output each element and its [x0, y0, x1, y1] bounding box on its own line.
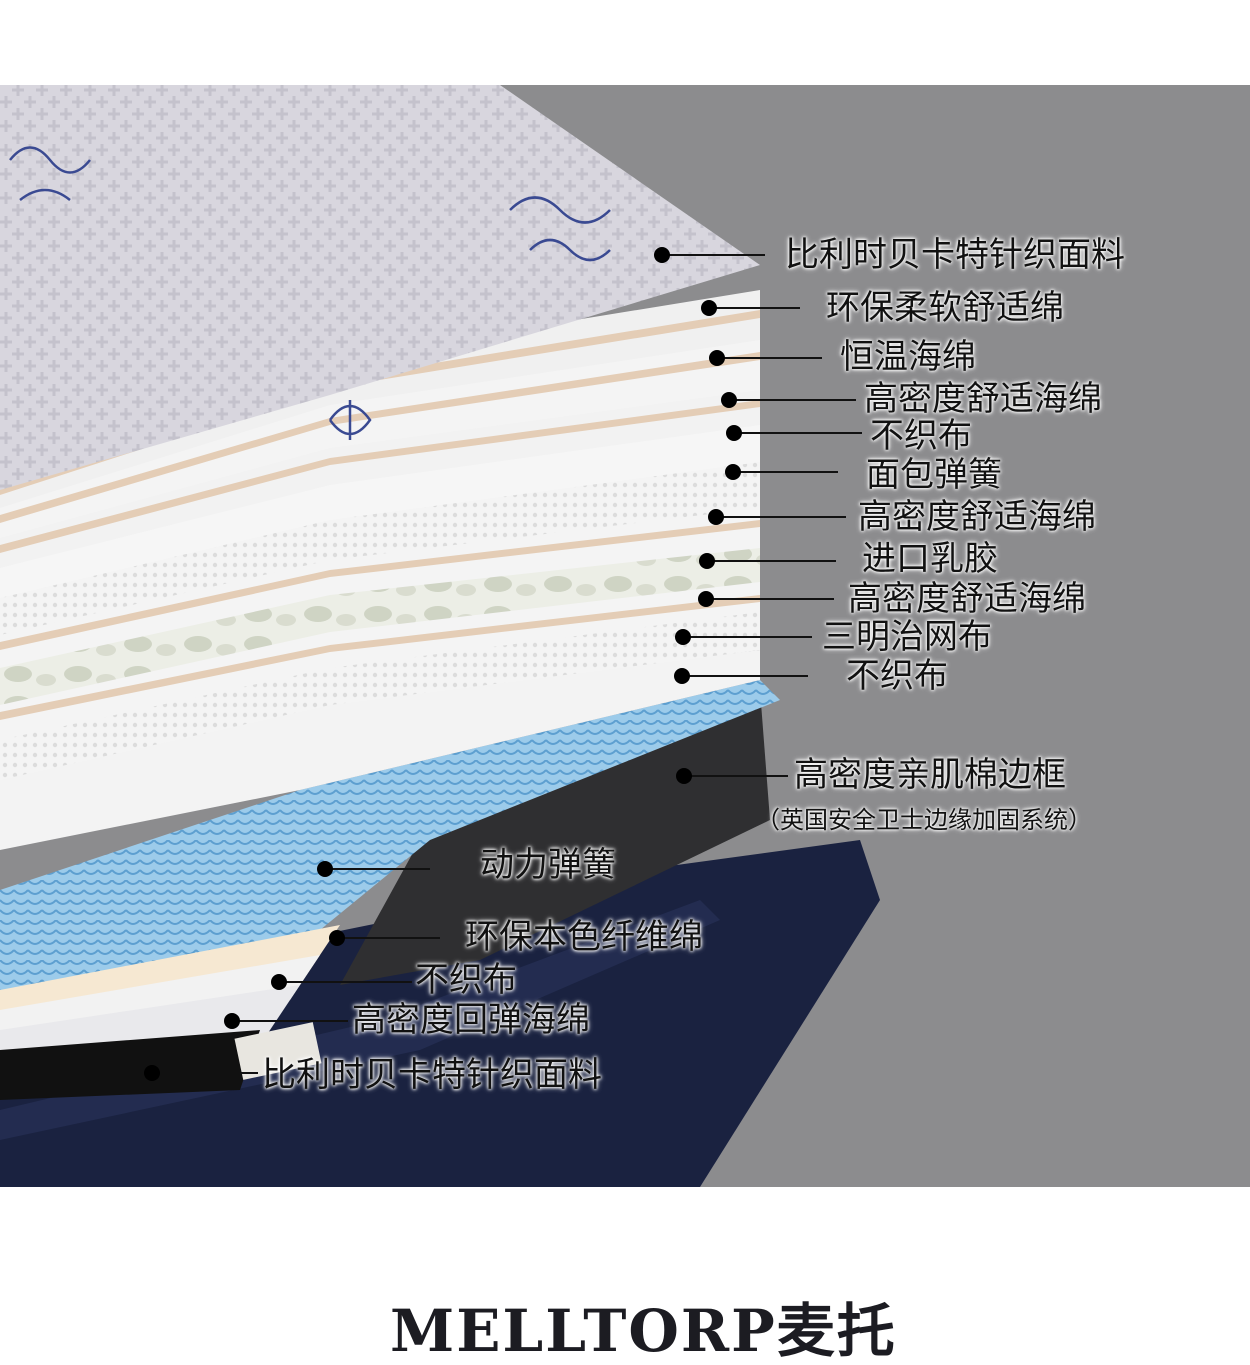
label-bread-spring: 面包弹簧 [866, 455, 1002, 495]
label-thermal-foam: 恒温海绵 [840, 337, 976, 377]
beige-strip-top [0, 310, 760, 495]
pocket-spring-unit [0, 680, 780, 1000]
label-dot-11 [676, 768, 692, 784]
label-dot-8 [698, 591, 714, 607]
label-nonwoven-1: 不织布 [870, 416, 972, 456]
label-dot-10 [674, 668, 690, 684]
label-hd-foam-1: 高密度舒适海绵 [864, 379, 1102, 419]
beige-strip-2 [0, 520, 760, 650]
label-dot-0 [654, 247, 670, 263]
layer-nonwoven-top [0, 420, 760, 598]
label-dot-16 [144, 1065, 160, 1081]
label-dot-3 [721, 392, 737, 408]
brand-logo: MELLTORP麦托 [390, 1297, 897, 1365]
label-dot-6 [708, 509, 724, 525]
label-power-spring: 动力弹簧 [480, 845, 616, 885]
label-nonwoven-3: 不织布 [415, 960, 517, 1000]
label-nonwoven-2: 不织布 [846, 656, 948, 696]
label-dot-12 [317, 861, 333, 877]
beige-strip-1 [0, 400, 760, 553]
layer-nonwoven-bottom [0, 650, 760, 850]
label-dot-2 [709, 350, 725, 366]
label-edge-frame-note: （英国安全卫士边缘加固系统） [756, 806, 1092, 834]
label-dot-13 [329, 930, 345, 946]
label-knitted-fabric-top: 比利时贝卡特针织面料 [785, 235, 1125, 275]
bottom-fabric-strip [0, 1030, 260, 1100]
top-knitted-fabric [0, 85, 760, 490]
label-dot-7 [699, 553, 715, 569]
label-dot-5 [725, 464, 741, 480]
label-resilient-foam: 高密度回弹海绵 [352, 1000, 590, 1040]
label-knitted-fabric-bottom: 比利时贝卡特针织面料 [262, 1055, 602, 1095]
label-fiber-cotton: 环保本色纤维绵 [465, 917, 703, 957]
label-dot-15 [224, 1013, 240, 1029]
label-dot-14 [271, 974, 287, 990]
layer-mesh [0, 610, 760, 780]
label-comfort-cotton: 环保柔软舒适绵 [826, 288, 1064, 328]
label-hd-foam-3: 高密度舒适海绵 [848, 579, 1086, 619]
beige-strip-0 [0, 352, 760, 523]
label-latex: 进口乳胶 [862, 539, 998, 579]
layer-latex [0, 545, 760, 705]
label-sandwich-mesh: 三明治网布 [822, 617, 992, 657]
label-dot-1 [701, 300, 717, 316]
label-edge-frame: 高密度亲肌棉边框 [794, 755, 1066, 795]
label-dot-9 [675, 629, 691, 645]
label-dot-4 [726, 425, 742, 441]
beige-strip-3 [0, 595, 760, 720]
label-hd-foam-2: 高密度舒适海绵 [858, 497, 1096, 537]
brand-tag [234, 1022, 322, 1080]
foam-frame [340, 690, 770, 985]
fabric-embroidery [9, 146, 611, 440]
layer-bread-spring [0, 460, 760, 635]
